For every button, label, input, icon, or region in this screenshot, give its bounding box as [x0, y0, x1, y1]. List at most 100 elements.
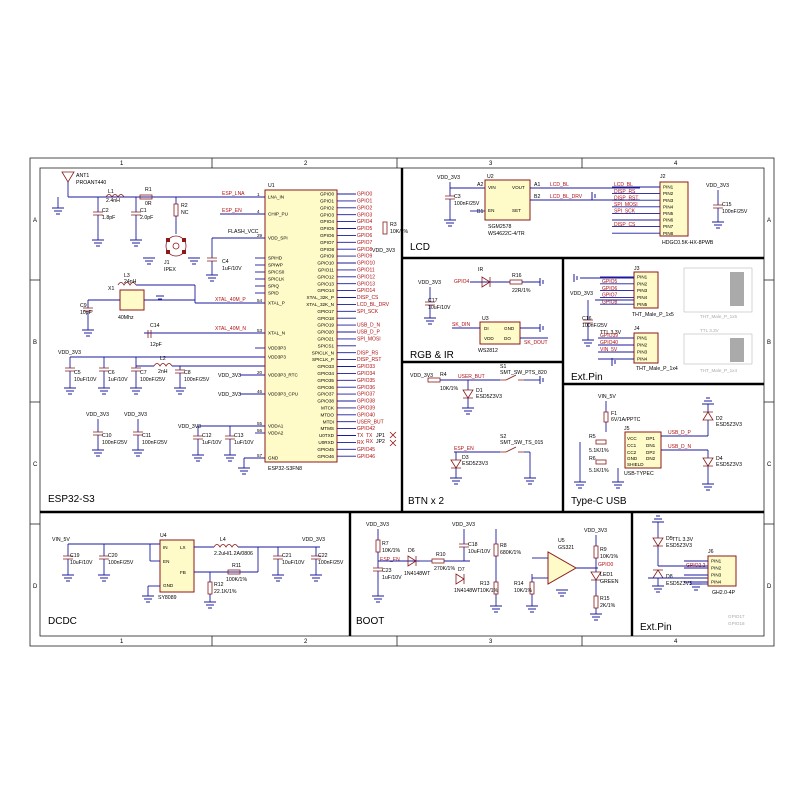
section-title-esp32: ESP32-S3 — [48, 494, 95, 505]
r1-value: 0R — [145, 201, 152, 207]
net-lcd-bl-drv: LCD_BL_DRV — [550, 194, 583, 200]
ground-symbol — [238, 467, 250, 475]
j6-part: GH2.0-4P — [712, 590, 736, 596]
u2-pin-set: SET — [512, 208, 521, 213]
ir-ref: IR — [478, 267, 483, 273]
u1-right-pin-label: XTAL_32K_P — [307, 295, 335, 300]
c13-ref: C13 — [234, 433, 244, 439]
j4-part: THT_Male_P_1x4 — [636, 366, 678, 372]
connector-net-label: LCD_BL — [614, 182, 633, 188]
u1-left-pin-number: 29 — [257, 233, 263, 238]
u1-right-pin-label: U0TXD — [319, 433, 335, 438]
ground-symbol — [424, 317, 436, 325]
u1-net-label: GPIO9 — [357, 254, 373, 260]
inductor-l4 — [213, 544, 239, 548]
grid-col-3: 3 — [489, 161, 493, 167]
vdd-label-r3: VDD_3V3 — [372, 248, 395, 254]
ground-symbol — [490, 605, 502, 613]
ground-symbol — [64, 387, 76, 395]
net-esp-en-boot: ESP_EN — [380, 557, 400, 563]
u1-net-label: GPIO45 — [357, 447, 375, 453]
r2-ref: R2 — [181, 203, 188, 209]
u1-right-pin-label: GPIO13 — [317, 281, 334, 286]
diode-d6 — [407, 555, 417, 567]
flash-vcc-label: FLASH_VCC — [228, 229, 259, 235]
j5-pin-cc2: CC2 — [627, 450, 637, 455]
inductor-l1 — [105, 194, 125, 198]
grid-col-3-bottom: 3 — [489, 639, 493, 645]
diode-d7 — [455, 573, 465, 585]
ground-symbol — [204, 601, 216, 609]
u1-net-label: GPIO36 — [357, 385, 375, 391]
ground-symbol — [130, 387, 142, 395]
c14-ref: C14 — [150, 323, 160, 329]
c14-value: 12pF — [150, 342, 162, 348]
u1-net-label: GPIO12 — [357, 274, 375, 280]
u1-net-label: GPIO8 — [357, 247, 373, 253]
antenna-symbol — [61, 171, 75, 197]
connector-pin-label: PIN5 — [663, 211, 674, 216]
u1-right-pin-label: SPICLK_P — [312, 357, 334, 362]
resistor-r12 — [207, 581, 213, 595]
crystal-x1 — [119, 289, 145, 311]
ground-symbol — [130, 239, 142, 247]
resistor-r9 — [593, 545, 599, 559]
esd-diode-d1 — [462, 389, 474, 399]
r10-ref: R10 — [436, 552, 446, 558]
lcd-vdd-label-2: VDD_3V3 — [706, 183, 729, 189]
esd-diode-d4 — [702, 457, 714, 467]
resistor-r11 — [227, 569, 241, 575]
r11-value: 100K/1% — [226, 577, 247, 583]
faint-connector-outline-2 — [683, 333, 753, 365]
boot-vdd-label: VDD_3V3 — [366, 522, 389, 528]
ext-bottom-ttl: TTL 3.3V — [672, 537, 694, 543]
u1-right-pin-label: MTMS — [320, 426, 334, 431]
faint-gpio18: GPIO18 — [728, 621, 745, 626]
u1-left-pin-number: 54 — [257, 298, 263, 303]
net-gpio4: GPIO4 — [454, 279, 470, 285]
ground-symbol — [573, 274, 578, 282]
r12-ref: R12 — [214, 582, 224, 588]
j2-ref: J2 — [660, 174, 666, 180]
lcd-driver-u2 — [484, 179, 531, 221]
d4-value: ESD5Z3V3 — [716, 462, 742, 468]
led1-value: GREEN — [600, 579, 619, 585]
u1-net-label: GPIO5 — [357, 226, 373, 232]
l1-value: 2.4nH — [106, 198, 120, 204]
connector-pin-label: PIN3 — [711, 573, 722, 578]
resistor-r6 — [595, 459, 607, 465]
section-title-ext-pin-top: Ext.Pin — [571, 372, 603, 383]
u1-right-pin-label: GPIO18 — [317, 316, 334, 321]
j5-pin-gnd: GND — [627, 456, 638, 461]
u1-left-pin-label: VDDA1 — [268, 424, 284, 429]
connector-net-label: GPIO6 — [602, 286, 618, 292]
faint-j4-part: THT_Male_P_1x4 — [700, 368, 737, 373]
c3-value: 100nF/25V — [454, 201, 480, 207]
connector-pin-label: PIN4 — [711, 580, 722, 585]
c3-ref: C3 — [454, 194, 461, 200]
vdd-label-row2b: VDD_3V3 — [124, 412, 147, 418]
u1-left-pin-label: XTAL_P — [268, 301, 285, 306]
lcd-vdd-label: VDD_3V3 — [437, 175, 460, 181]
d7-ref: D7 — [458, 567, 465, 573]
u4-part: SY8089 — [158, 595, 177, 601]
connector-net-label: GPIO7 — [602, 293, 618, 299]
connector-pin-label: PIN5 — [637, 302, 648, 307]
net-user-but: USER_BUT — [458, 374, 485, 380]
net-xtal-p: XTAL_40M_P — [215, 297, 246, 303]
section-title-ext-pin-bottom: Ext.Pin — [640, 622, 672, 633]
resistor-r5 — [595, 439, 607, 445]
ext-connector-j3 — [633, 271, 659, 309]
u1-right-pin-label: GPIO0 — [320, 192, 334, 197]
r10-value: 270K/1% — [434, 566, 455, 572]
resistor-r7 — [375, 539, 381, 553]
grid-row-d: D — [33, 584, 38, 590]
ground-symbol — [712, 221, 724, 229]
u1-right-pin-label: GPIO5 — [320, 226, 334, 231]
section-title-dcdc: DCDC — [48, 616, 77, 627]
u1-left-pin-number: 57 — [257, 453, 263, 458]
u1-net-label: DISP_CS — [357, 295, 379, 301]
dcdc-chip-u4 — [159, 539, 195, 593]
d6-ref: D6 — [408, 548, 415, 554]
resistor-r10 — [431, 558, 445, 564]
